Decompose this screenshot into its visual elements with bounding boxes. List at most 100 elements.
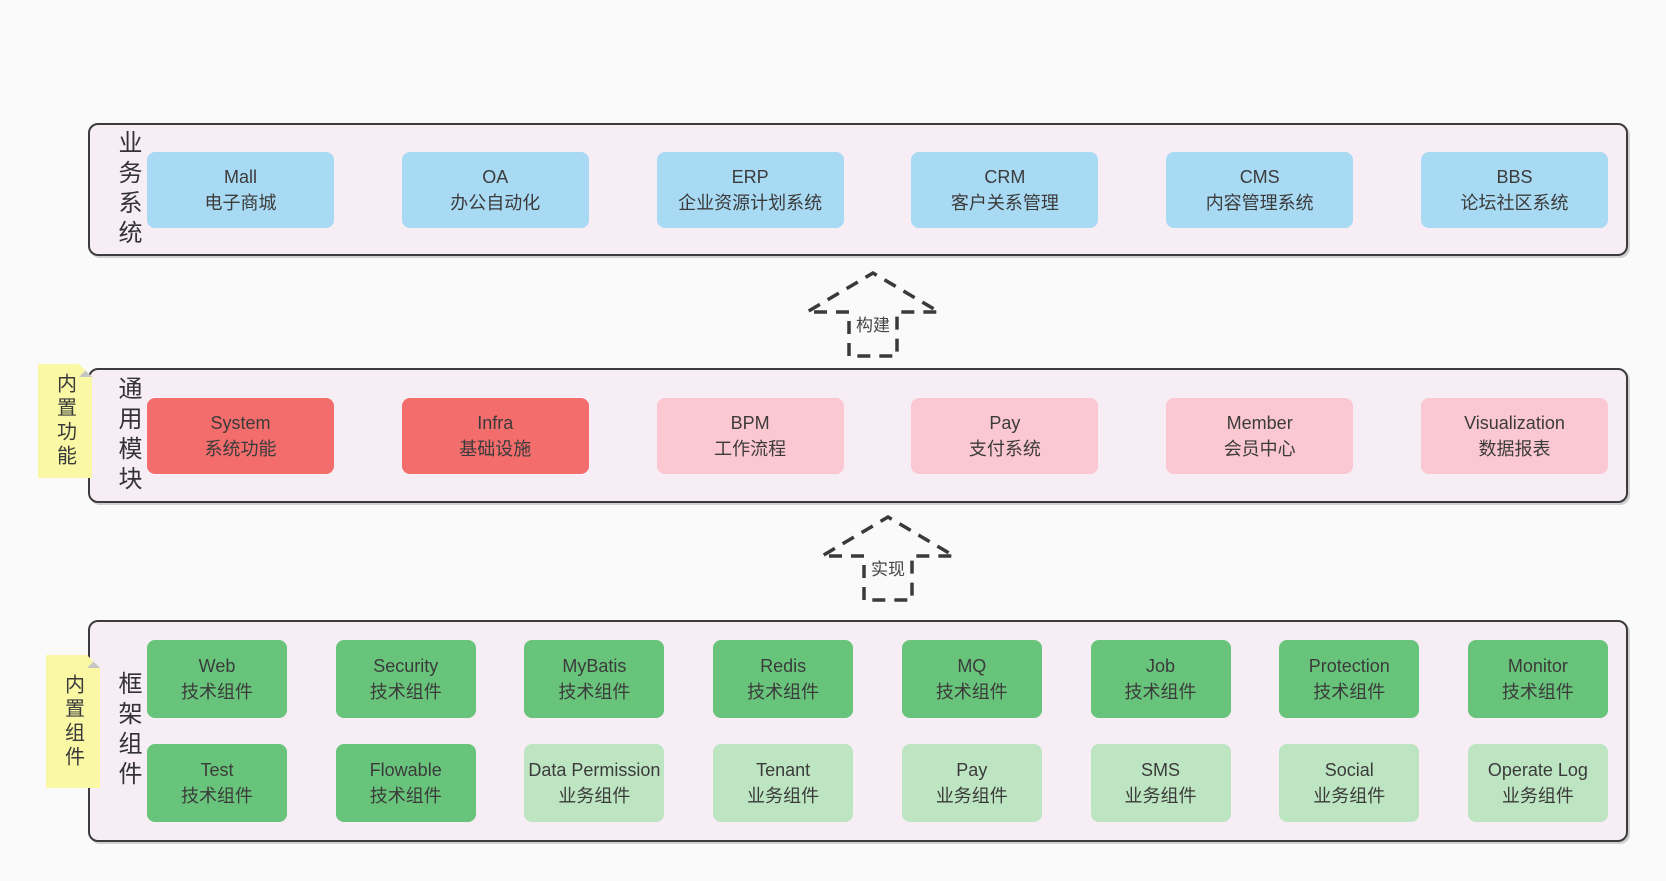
box-job-desc: 技术组件: [1124, 682, 1197, 702]
box-bbs-desc: 论坛社区系统: [1460, 193, 1569, 213]
box-bbs: BBS 论坛社区系统: [1420, 152, 1608, 228]
box-mq-desc: 技术组件: [935, 682, 1008, 702]
box-web: Web 技术组件: [147, 640, 287, 718]
box-erp-name: ERP: [731, 167, 769, 187]
box-pay-component-desc: 业务组件: [935, 786, 1008, 806]
box-cms-name: CMS: [1239, 167, 1280, 187]
box-visualization: Visualization 数据报表: [1420, 398, 1608, 474]
sticky-note-built-in-features: 内置功能: [38, 364, 92, 478]
box-sms: SMS 业务组件: [1090, 744, 1231, 822]
box-mq-name: MQ: [957, 656, 987, 676]
box-protection-desc: 技术组件: [1313, 682, 1386, 702]
box-pay-component: Pay 业务组件: [901, 744, 1042, 822]
box-job: Job 技术组件: [1090, 640, 1231, 718]
box-security: Security 技术组件: [335, 640, 476, 718]
box-bbs-name: BBS: [1496, 167, 1533, 187]
up-arrow-icon: [805, 270, 941, 358]
box-tenant-name: Tenant: [756, 760, 811, 780]
layer-framework-components: 框架组件 Web 技术组件 Security 技术组件 MyBatis 技术组件…: [88, 620, 1628, 842]
box-operate-log-desc: 业务组件: [1501, 786, 1574, 806]
box-pay-module-name: Pay: [989, 413, 1021, 433]
box-oa-desc: 办公自动化: [450, 193, 541, 213]
box-mybatis-name: MyBatis: [562, 656, 627, 676]
box-crm: CRM 客户关系管理: [911, 152, 1099, 228]
box-redis: Redis 技术组件: [713, 640, 854, 718]
box-redis-desc: 技术组件: [747, 682, 820, 702]
box-system: System 系统功能: [147, 398, 334, 474]
box-protection-name: Protection: [1308, 656, 1390, 676]
box-crm-desc: 客户关系管理: [950, 193, 1059, 213]
layer-common-modules: 通用模块 System 系统功能 Infra 基础设施 BPM 工作流程 Pay…: [88, 368, 1628, 503]
layer-label-business-systems: 业务系统: [114, 129, 141, 250]
framework-components-row-1: Web 技术组件 Security 技术组件 MyBatis 技术组件 Redi…: [147, 640, 1608, 718]
box-infra-desc: 基础设施: [459, 439, 532, 459]
sticky-note-built-in-features-text: 内置功能: [53, 373, 76, 469]
box-pay-component-name: Pay: [956, 760, 988, 780]
box-visualization-name: Visualization: [1464, 413, 1565, 433]
box-web-desc: 技术组件: [181, 682, 253, 702]
layer-label-framework-components: 框架组件: [114, 671, 141, 791]
box-visualization-desc: 数据报表: [1478, 439, 1551, 459]
box-oa: OA 办公自动化: [401, 152, 589, 228]
box-test-desc: 技术组件: [181, 786, 253, 806]
sticky-note-built-in-components: 内置组件: [46, 655, 100, 788]
box-protection: Protection 技术组件: [1279, 640, 1420, 718]
up-arrow-icon: [820, 514, 956, 602]
box-data-permission-name: Data Permission: [528, 760, 661, 780]
box-pay-module-desc: 支付系统: [968, 439, 1041, 459]
layer-label-common-modules: 通用模块: [114, 375, 141, 496]
box-social-desc: 业务组件: [1313, 786, 1386, 806]
box-oa-name: OA: [482, 167, 509, 187]
box-social: Social 业务组件: [1279, 744, 1420, 822]
box-crm-name: CRM: [984, 167, 1026, 187]
framework-components-row-2: Test 技术组件 Flowable 技术组件 Data Permission …: [147, 744, 1608, 822]
box-mybatis: MyBatis 技术组件: [524, 640, 665, 718]
box-member-name: Member: [1226, 413, 1293, 433]
box-pay-module: Pay 支付系统: [911, 398, 1099, 474]
build-arrow: 构建: [805, 270, 941, 358]
box-infra: Infra 基础设施: [401, 398, 589, 474]
box-cms-desc: 内容管理系统: [1205, 193, 1314, 213]
box-tenant: Tenant 业务组件: [713, 744, 854, 822]
box-mybatis-desc: 技术组件: [558, 682, 631, 702]
business-systems-row: Mall 电子商城 OA 办公自动化 ERP 企业资源计划系统 CRM 客户关系…: [147, 152, 1608, 228]
box-member: Member 会员中心: [1166, 398, 1354, 474]
box-monitor-name: Monitor: [1507, 656, 1568, 676]
box-cms: CMS 内容管理系统: [1166, 152, 1354, 228]
box-security-name: Security: [373, 656, 439, 676]
box-infra-name: Infra: [477, 413, 514, 433]
box-security-desc: 技术组件: [369, 682, 442, 702]
box-mall-name: Mall: [223, 167, 257, 187]
box-operate-log-name: Operate Log: [1487, 760, 1588, 780]
box-erp: ERP 企业资源计划系统: [656, 152, 844, 228]
box-flowable: Flowable 技术组件: [335, 744, 476, 822]
box-member-desc: 会员中心: [1223, 439, 1296, 459]
box-bpm-desc: 工作流程: [714, 439, 787, 459]
box-bpm-name: BPM: [730, 413, 770, 433]
box-bpm: BPM 工作流程: [656, 398, 844, 474]
box-tenant-desc: 业务组件: [747, 786, 820, 806]
implement-arrow-label: 实现: [868, 554, 908, 581]
build-arrow-label: 构建: [853, 310, 893, 337]
common-modules-row: System 系统功能 Infra 基础设施 BPM 工作流程 Pay 支付系统…: [147, 398, 1608, 474]
box-mall: Mall 电子商城: [147, 152, 334, 228]
box-redis-name: Redis: [760, 656, 807, 676]
box-system-desc: 系统功能: [204, 439, 277, 459]
implement-arrow: 实现: [820, 514, 956, 602]
box-social-name: Social: [1324, 760, 1374, 780]
box-data-permission: Data Permission 业务组件: [524, 744, 665, 822]
box-monitor-desc: 技术组件: [1501, 682, 1574, 702]
box-web-name: Web: [198, 656, 236, 676]
layer-business-systems: 业务系统 Mall 电子商城 OA 办公自动化 ERP 企业资源计划系统 CRM…: [88, 123, 1628, 256]
box-mall-desc: 电子商城: [204, 193, 277, 213]
sticky-note-built-in-components-text: 内置组件: [61, 673, 84, 770]
box-erp-desc: 企业资源计划系统: [678, 193, 823, 213]
box-flowable-name: Flowable: [369, 760, 442, 780]
box-test-name: Test: [200, 760, 234, 780]
box-test: Test 技术组件: [147, 744, 287, 822]
box-sms-desc: 业务组件: [1124, 786, 1197, 806]
box-data-permission-desc: 业务组件: [558, 786, 631, 806]
box-monitor: Monitor 技术组件: [1467, 640, 1608, 718]
box-flowable-desc: 技术组件: [369, 786, 442, 806]
box-job-name: Job: [1146, 656, 1176, 676]
